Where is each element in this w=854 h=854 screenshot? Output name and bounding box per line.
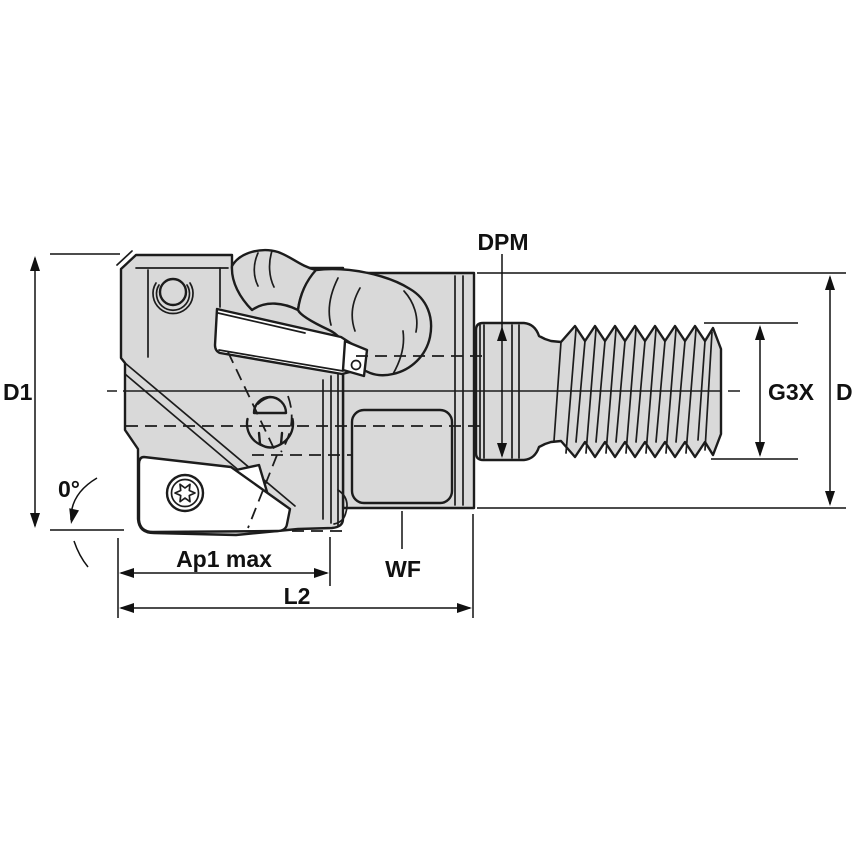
chip-curl: [333, 489, 348, 525]
wrench-flat: [350, 408, 454, 505]
d1-label: D1: [3, 379, 33, 405]
cutter-head-group: [116, 248, 433, 537]
l2-label: L2: [284, 583, 311, 609]
wedge-insert-lines: [217, 312, 344, 372]
hidden-lines: [126, 351, 486, 532]
dimension-group: DPM D1 0° Ap1 max L2 WF G3X D: [3, 229, 853, 618]
torx-screw-inner: [170, 478, 200, 508]
ap1-max-label: Ap1 max: [176, 546, 272, 572]
extension-lines: [50, 253, 846, 618]
d-label: D: [836, 379, 853, 405]
insert-tip-clamp: [341, 339, 369, 378]
blade-lobe-right-lines: [328, 277, 418, 375]
horseshoe-recess: [152, 282, 194, 315]
head-corner-chamfer: [116, 250, 133, 266]
torx-star: [174, 483, 196, 503]
screw-hole: [158, 277, 188, 307]
head-face-lines: [147, 267, 221, 358]
dpm-label: DPM: [477, 229, 528, 255]
wf-label: WF: [385, 556, 421, 582]
lead-angle-label: 0°: [58, 476, 80, 502]
tip-corner-radius: [350, 359, 362, 371]
blade-lobe-left-lines: [253, 250, 275, 288]
g3x-label: G3X: [768, 379, 815, 405]
junction-lines: [322, 371, 339, 527]
dome-highlight: [257, 396, 273, 405]
torx-screw-outer: [165, 473, 205, 513]
